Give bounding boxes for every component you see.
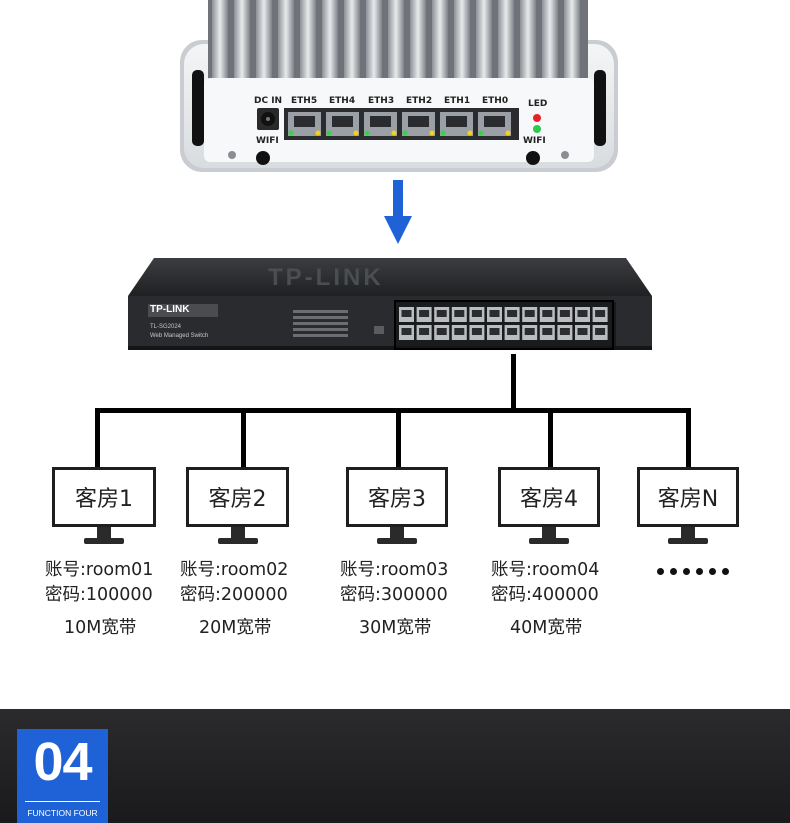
switch-port xyxy=(451,307,467,322)
led-green-icon xyxy=(533,125,541,133)
mini-pc-body xyxy=(180,0,618,172)
port-label-eth3: ETH3 xyxy=(368,96,395,106)
monitor-base xyxy=(377,538,417,544)
monitor-stand xyxy=(390,527,404,539)
function-badge: 04 FUNCTION FOUR xyxy=(17,729,108,823)
room-info-3: 账号:room03 密码:300000 xyxy=(340,558,448,608)
tree-bus-line xyxy=(95,408,691,413)
port-label-eth1: ETH1 xyxy=(444,96,471,106)
switch-desc: Web Managed Switch xyxy=(150,333,209,339)
switch-port xyxy=(575,307,590,322)
monitor-base xyxy=(529,538,569,544)
switch-port xyxy=(504,307,520,322)
monitor-base xyxy=(218,538,258,544)
room-account: 账号:room03 xyxy=(340,560,449,580)
switch-port xyxy=(399,325,414,340)
room-name: 客房4 xyxy=(520,487,578,512)
badge-divider xyxy=(25,801,100,802)
room-info-2: 账号:room02 密码:200000 xyxy=(180,558,288,608)
switch-port xyxy=(522,325,538,340)
switch-port xyxy=(399,307,414,322)
tree-branch-1 xyxy=(95,408,100,468)
monitor-screen: 客房2 xyxy=(186,467,289,527)
monitor-screen: 客房4 xyxy=(498,467,600,527)
monitor-stand xyxy=(681,527,695,539)
room-password: 密码:400000 xyxy=(491,585,599,605)
switch-port xyxy=(469,307,485,322)
switch-top-logo: TP-LINK xyxy=(268,264,384,291)
switch-port xyxy=(434,325,450,340)
led-label: LED xyxy=(528,99,548,109)
room-password: 密码:200000 xyxy=(180,585,288,605)
switch-model: TL-SG2024 xyxy=(150,324,182,330)
monitor-screen: 客房3 xyxy=(346,467,448,527)
switch-port xyxy=(416,325,432,340)
network-switch: TP-LINK TL-SG2024 Web Managed Switch TP-… xyxy=(128,258,652,354)
led-red-icon xyxy=(533,114,541,122)
room-bandwidth-4: 40M宽带 xyxy=(510,618,583,638)
port-label-eth0: ETH0 xyxy=(482,96,509,106)
switch-port xyxy=(451,325,467,340)
switch-port xyxy=(539,307,555,322)
function-subtitle: FUNCTION FOUR xyxy=(27,808,98,818)
monitor-screen: 客房N xyxy=(637,467,739,527)
room-name: 客房1 xyxy=(75,487,133,512)
ellipsis-dots-icon xyxy=(657,568,729,575)
tree-branch-3 xyxy=(396,408,401,468)
room-account: 账号:room02 xyxy=(180,560,289,580)
monitor-stand xyxy=(97,527,111,539)
switch-port xyxy=(487,307,502,322)
room-password: 密码:300000 xyxy=(340,585,448,605)
room-bandwidth-2: 20M宽带 xyxy=(199,618,272,638)
switch-port xyxy=(504,325,520,340)
switch-brand: TP-LINK xyxy=(150,304,190,315)
tree-branch-4 xyxy=(548,408,553,468)
dc-in-label: DC IN xyxy=(254,96,283,106)
room-name: 客房N xyxy=(657,487,719,512)
port-highlight-box xyxy=(394,300,614,350)
down-arrow-icon xyxy=(384,180,412,244)
switch-port xyxy=(592,325,608,340)
switch-port xyxy=(592,307,608,322)
room-info-1: 账号:room01 密码:100000 xyxy=(45,558,153,608)
monitor-base xyxy=(84,538,124,544)
function-number: 04 xyxy=(33,732,92,792)
room-account: 账号:room01 xyxy=(45,560,154,580)
switch-port xyxy=(539,325,555,340)
switch-port-panel xyxy=(399,307,608,340)
monitor-base xyxy=(668,538,708,544)
footer-band xyxy=(0,709,790,823)
room-bandwidth-1: 10M宽带 xyxy=(64,618,137,638)
room-account: 账号:room04 xyxy=(491,560,600,580)
switch-port xyxy=(575,325,590,340)
switch-port xyxy=(487,325,502,340)
monitor-screen: 客房1 xyxy=(52,467,156,527)
switch-port xyxy=(434,307,450,322)
switch-port xyxy=(557,325,573,340)
room-name: 客房3 xyxy=(368,487,426,512)
room-bandwidth-3: 30M宽带 xyxy=(359,618,432,638)
port-label-eth5: ETH5 xyxy=(291,96,318,106)
tree-branch-n xyxy=(686,408,691,468)
switch-port xyxy=(522,307,538,322)
room-name: 客房2 xyxy=(208,487,267,512)
switch-port xyxy=(557,307,573,322)
tree-trunk-line xyxy=(511,354,516,411)
switch-port xyxy=(416,307,432,322)
room-password: 密码:100000 xyxy=(45,585,153,605)
wifi-label-right: WIFI xyxy=(523,136,546,146)
monitor-stand xyxy=(542,527,556,539)
port-label-eth4: ETH4 xyxy=(329,96,356,106)
tree-branch-2 xyxy=(241,408,246,468)
room-info-4: 账号:room04 密码:400000 xyxy=(491,558,599,608)
switch-port xyxy=(469,325,485,340)
monitor-stand xyxy=(231,527,245,539)
wifi-label-left: WIFI xyxy=(256,136,279,146)
mini-pc-router: DC IN ETH5 ETH4 ETH3 ETH2 ETH1 ETH0 LED … xyxy=(180,0,618,172)
port-label-eth2: ETH2 xyxy=(406,96,433,106)
